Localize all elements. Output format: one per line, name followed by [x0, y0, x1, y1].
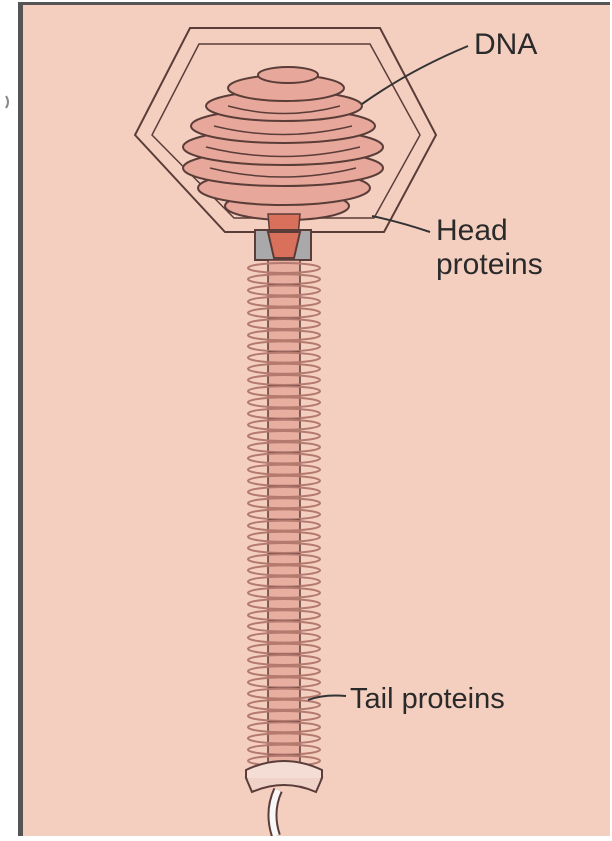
panel-frame-top [18, 2, 610, 5]
edge-mark [6, 96, 8, 108]
head-proteins-label-line1: Head [436, 214, 508, 247]
panel-frame-left [18, 2, 23, 836]
neck-collar [255, 230, 311, 260]
tail-proteins-label: Tail proteins [350, 683, 505, 715]
dna-label: DNA [474, 28, 537, 61]
head-proteins-label-line2: proteins [436, 248, 543, 281]
